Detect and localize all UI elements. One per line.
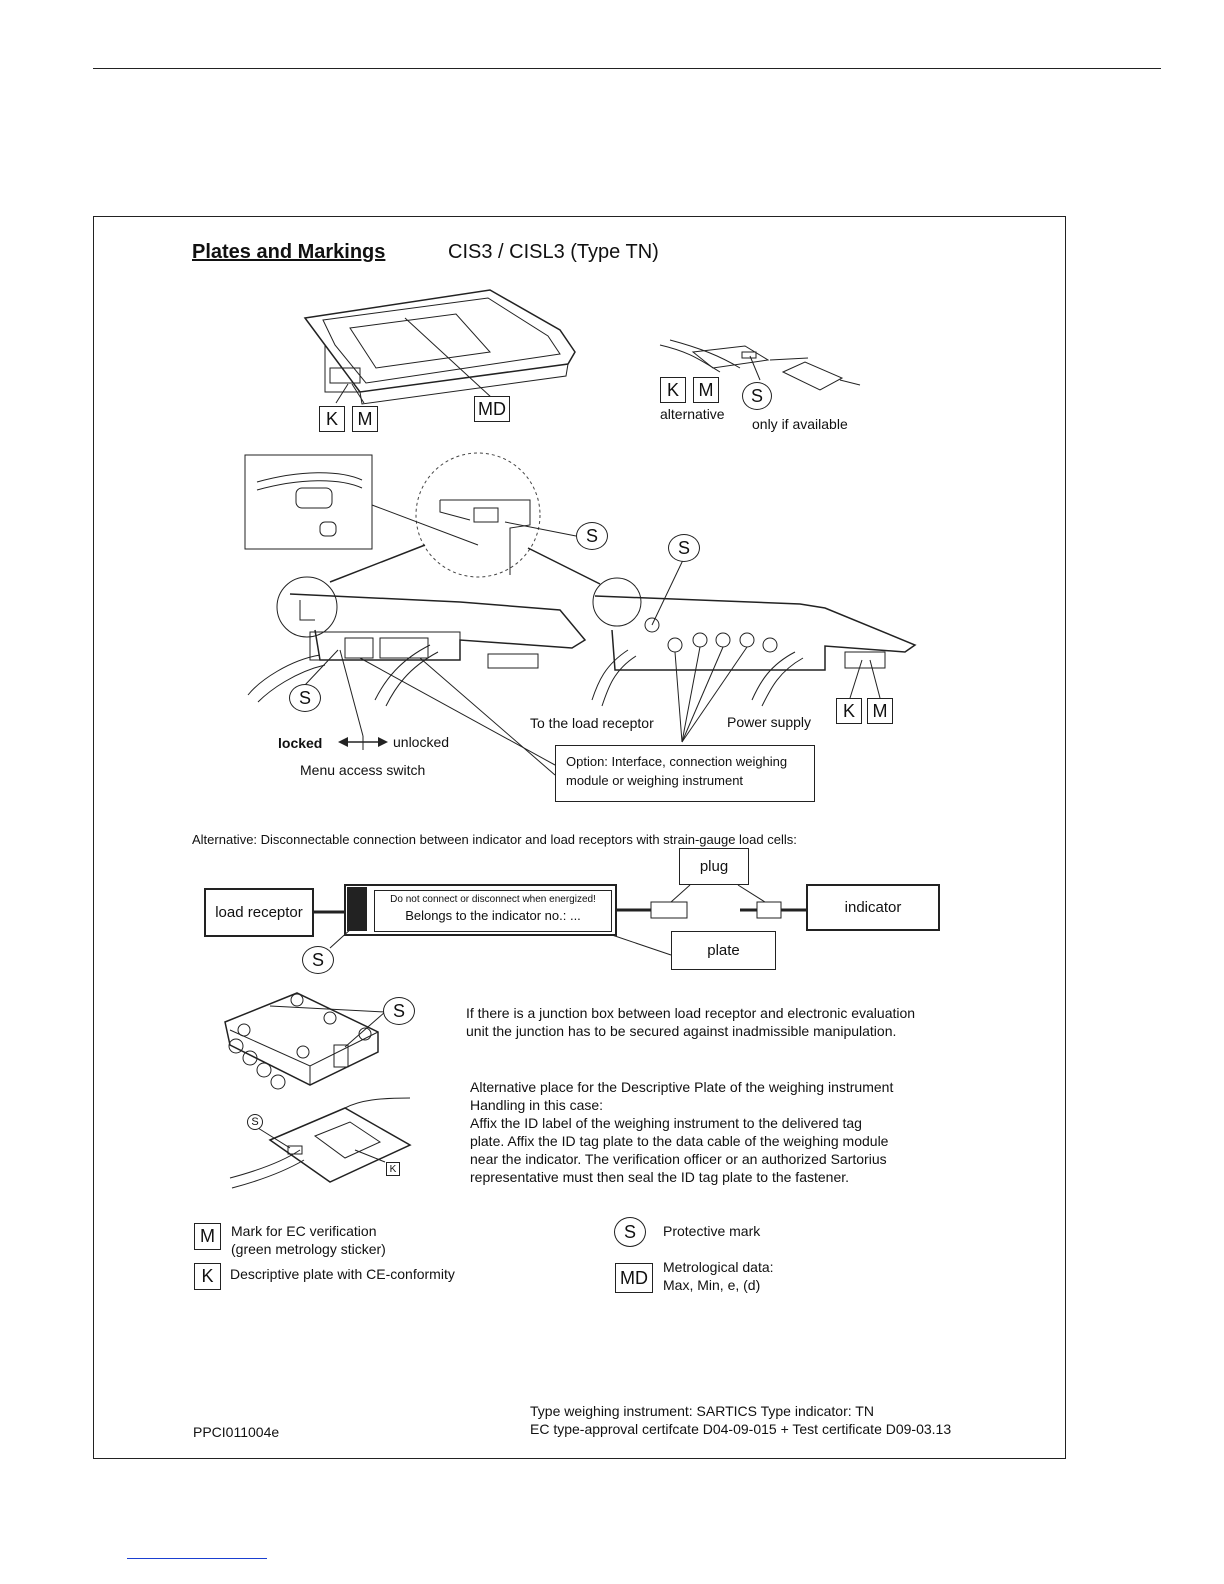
- legend-s-text: Protective mark: [663, 1223, 761, 1239]
- tag-belongs-text: Belongs to the indicator no.: ...: [405, 908, 581, 923]
- alt-line-2: Affix the ID label of the weighing instr…: [470, 1115, 862, 1131]
- seal-detail-drawing: [244, 454, 373, 550]
- marker-s-cable: S: [742, 382, 772, 410]
- indicator-perspective-drawing: [303, 289, 576, 405]
- alt-line-4: near the indicator. The verification off…: [470, 1151, 887, 1167]
- marker-m-top: M: [352, 406, 378, 432]
- option-line2: module or weighing instrument: [566, 773, 744, 788]
- tag-plate-drawing: [229, 1097, 412, 1189]
- page-title: Plates and Markings: [192, 241, 386, 263]
- alt-line-5: representative must then seal the ID tag…: [470, 1169, 850, 1185]
- legend-md-code: MD: [615, 1263, 653, 1293]
- indicator-rear-left-drawing: [247, 576, 587, 707]
- option-box: Option: Interface, connection weighing m…: [555, 745, 815, 802]
- marker-s-switch: S: [289, 684, 321, 712]
- legend-m-line1: Mark for EC verification: [231, 1223, 377, 1239]
- legend-s-code: S: [614, 1217, 646, 1247]
- junction-line2: unit the junction has to be secured agai…: [466, 1023, 897, 1039]
- legend-m-line2: (green metrology sticker): [231, 1241, 386, 1257]
- marker-s-interface: S: [668, 534, 700, 562]
- marker-k-alt: K: [660, 377, 686, 403]
- footer-type-line: Type weighing instrument: SARTICS Type i…: [530, 1403, 874, 1419]
- alt-line-3: plate. Affix the ID tag plate to the dat…: [470, 1133, 889, 1149]
- marker-k-small: K: [386, 1162, 400, 1176]
- connection-diagram-lines: [314, 884, 806, 956]
- marker-s-small: S: [247, 1114, 263, 1130]
- marker-k-top: K: [319, 406, 345, 432]
- indicator-tag-plate: [344, 884, 617, 936]
- menu-access-switch-label: Menu access switch: [300, 762, 426, 778]
- locked-label: locked: [278, 735, 323, 751]
- plug-box: plug: [679, 848, 749, 885]
- marker-m-alt: M: [693, 377, 719, 403]
- marker-s-connection: S: [302, 946, 334, 974]
- alt-line-1: Handling in this case:: [470, 1097, 604, 1113]
- cable-plate-drawing: [659, 339, 861, 391]
- to-load-receptor-label: To the load receptor: [530, 715, 654, 731]
- document-id: PPCI011004e: [193, 1424, 280, 1440]
- option-leaders: [304, 649, 556, 776]
- marker-k-rear: K: [836, 698, 862, 724]
- marker-m-rear: M: [867, 698, 893, 724]
- marker-s-junction: S: [383, 997, 415, 1025]
- legend-m-text: Mark for EC verification (green metrolog…: [231, 1222, 386, 1258]
- tag-text-box: Do not connect or disconnect when energi…: [374, 890, 612, 932]
- alternative-label: alternative: [660, 406, 725, 422]
- junction-line1: If there is a junction box between load …: [466, 1005, 916, 1021]
- footer-cert-line: EC type-approval certifcate D04-09-015 +…: [530, 1421, 952, 1437]
- unlocked-label: unlocked: [393, 734, 450, 750]
- document-frame: [93, 216, 1066, 1459]
- option-line1: Option: Interface, connection weighing: [566, 754, 788, 769]
- model-title: CIS3 / CISL3 (Type TN): [448, 241, 659, 263]
- indicator-rear-right-drawing: [591, 559, 917, 743]
- legend-md-line1: Metrological data:: [663, 1259, 774, 1275]
- top-rule: [93, 68, 1161, 69]
- magnifier-drawing: [329, 452, 601, 585]
- legend-md-text: Metrological data: Max, Min, e, (d): [663, 1258, 774, 1294]
- power-supply-label: Power supply: [727, 714, 812, 730]
- junction-text: If there is a junction box between load …: [466, 1004, 915, 1040]
- marker-md-top: MD: [474, 396, 510, 422]
- legend-md-line2: Max, Min, e, (d): [663, 1277, 761, 1293]
- tag-warning-text: Do not connect or disconnect when energi…: [390, 894, 596, 905]
- indicator-box: indicator: [806, 884, 940, 931]
- marker-s-magnifier: S: [576, 522, 608, 550]
- connection-heading: Alternative: Disconnectable connection b…: [192, 832, 797, 847]
- load-receptor-box: load receptor: [204, 888, 314, 937]
- junction-box-drawing: [224, 992, 386, 1090]
- legend-k-text: Descriptive plate with CE-conformity: [230, 1266, 455, 1282]
- alt-line-0: Alternative place for the Descriptive Pl…: [470, 1079, 894, 1095]
- legend-m-code: M: [194, 1223, 221, 1250]
- bottom-link-rule: [127, 1558, 267, 1559]
- plate-box: plate: [671, 931, 776, 970]
- alternative-place-text: Alternative place for the Descriptive Pl…: [470, 1078, 893, 1186]
- only-if-available-label: only if available: [752, 416, 848, 432]
- legend-k-code: K: [194, 1263, 221, 1290]
